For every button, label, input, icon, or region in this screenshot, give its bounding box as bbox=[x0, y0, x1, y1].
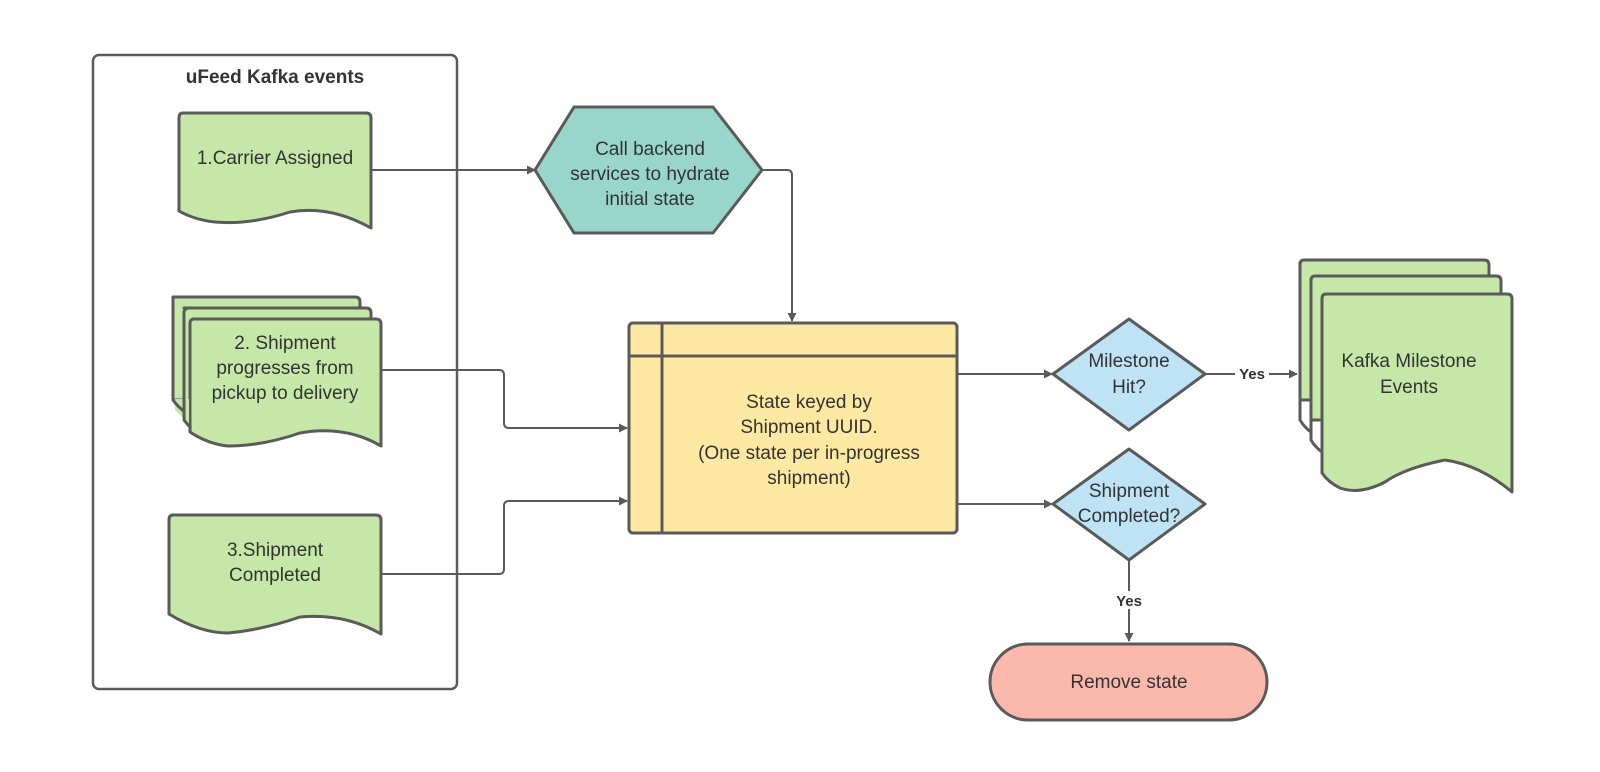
node-label: Remove state bbox=[1070, 672, 1187, 693]
node-milestone-hit[interactable]: Milestone Hit? bbox=[1051, 317, 1207, 432]
edge-labels: Yes Yes bbox=[1112, 364, 1269, 610]
node-label-line: Milestone bbox=[1088, 351, 1169, 372]
node-carrier-assigned[interactable]: 1.Carrier Assigned bbox=[177, 111, 373, 230]
node-remove-state[interactable]: Remove state bbox=[988, 642, 1269, 722]
node-label-line: shipment) bbox=[767, 468, 850, 489]
edge-completed-event-to-state bbox=[381, 496, 628, 575]
node-label-line: Hit? bbox=[1112, 377, 1146, 398]
node-label-line: 2. Shipment bbox=[234, 333, 336, 354]
group-title: uFeed Kafka events bbox=[186, 67, 364, 88]
node-shipment-completed-event[interactable]: 3.Shipment Completed bbox=[167, 513, 383, 636]
node-shipment-progresses[interactable]: 2. Shipment progresses from pickup to de… bbox=[171, 295, 383, 448]
connectors bbox=[372, 165, 1298, 642]
node-label-line: Shipment bbox=[1089, 481, 1170, 502]
edge-label-yes-milestone: Yes bbox=[1239, 366, 1265, 383]
node-kafka-milestone-events[interactable]: Kafka Milestone Events bbox=[1298, 258, 1514, 494]
node-hydrate[interactable]: Call backend services to hydrate initial… bbox=[533, 105, 764, 235]
node-label-line: services to hydrate bbox=[570, 164, 729, 185]
node-label-line: 3.Shipment bbox=[227, 540, 324, 561]
node-label-line: Events bbox=[1380, 377, 1438, 398]
node-label-line: Kafka Milestone bbox=[1341, 351, 1476, 372]
node-label-line: Call backend bbox=[595, 139, 705, 160]
edge-progress-to-state bbox=[381, 369, 628, 433]
node-shipment-completed-decision[interactable]: Shipment Completed? bbox=[1051, 447, 1207, 562]
node-label-line: (One state per in-progress bbox=[698, 443, 920, 464]
edge-hydrate-to-state bbox=[762, 169, 797, 322]
node-label-line: pickup to delivery bbox=[212, 383, 359, 404]
node-label-line: initial state bbox=[605, 189, 695, 210]
kafka-events-group: uFeed Kafka events bbox=[91, 53, 459, 691]
node-label: 1.Carrier Assigned bbox=[197, 148, 353, 169]
edge-label-yes-completed: Yes bbox=[1116, 593, 1142, 610]
node-label-line: progresses from bbox=[216, 358, 353, 379]
node-state-store[interactable]: State keyed by Shipment UUID. (One state… bbox=[627, 321, 959, 535]
node-label-line: State keyed by bbox=[746, 392, 872, 413]
node-label-line: Shipment UUID. bbox=[740, 417, 877, 438]
node-label-line: Completed bbox=[229, 565, 321, 586]
node-label-line: Completed? bbox=[1078, 506, 1180, 527]
